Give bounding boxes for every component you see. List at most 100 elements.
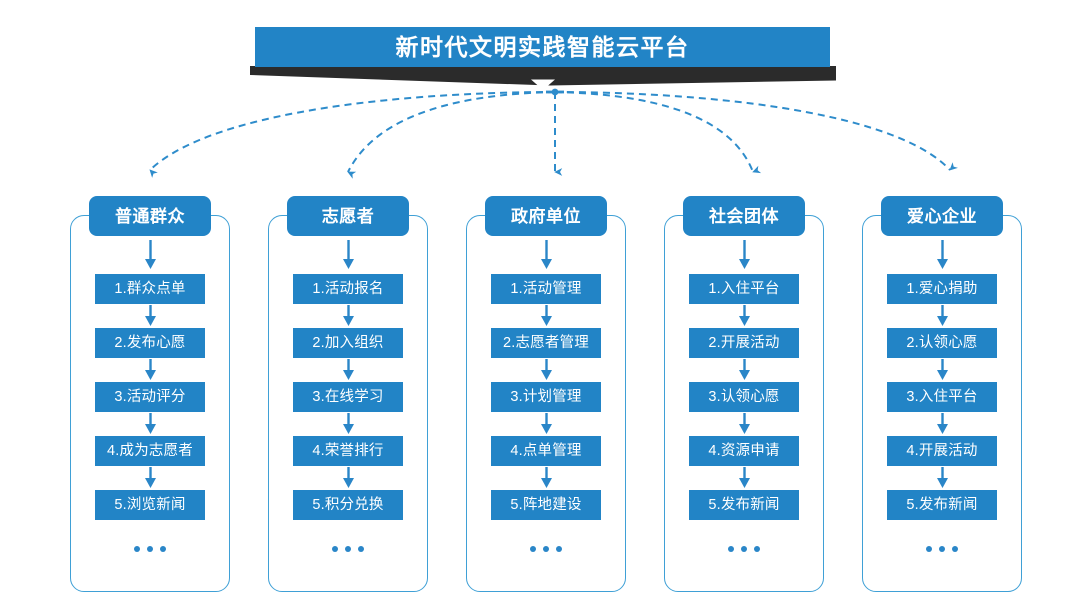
step-item[interactable]: 4.成为志愿者 [95,436,205,466]
step-item[interactable]: 3.活动评分 [95,382,205,412]
step-label: 4.资源申请 [708,442,780,459]
step-item[interactable]: 5.发布新闻 [689,490,799,520]
ellipsis-dot [741,546,747,552]
step-item[interactable]: 4.开展活动 [887,436,997,466]
down-arrow-icon [466,412,626,436]
step-label: 5.阵地建设 [510,496,582,513]
down-arrow-icon [70,236,230,274]
column-header-general-public[interactable]: 普通群众 [89,196,211,236]
step-item[interactable]: 3.入住平台 [887,382,997,412]
step-label: 4.荣誉排行 [312,442,384,459]
step-label: 4.点单管理 [510,442,582,459]
step-label: 1.群众点单 [114,280,186,297]
connector-origin-bar [546,90,564,94]
down-arrow-icon [862,236,1022,274]
column-header-social-group[interactable]: 社会团体 [683,196,805,236]
step-item[interactable]: 1.入住平台 [689,274,799,304]
step-label: 2.开展活动 [708,334,780,351]
column-header-label: 政府单位 [511,206,581,226]
ellipsis-dot [358,546,364,552]
column-header-volunteer[interactable]: 志愿者 [287,196,409,236]
step-item[interactable]: 1.活动报名 [293,274,403,304]
step-item[interactable]: 4.荣誉排行 [293,436,403,466]
step-label: 2.志愿者管理 [503,334,589,351]
step-item[interactable]: 5.浏览新闻 [95,490,205,520]
step-label: 3.入住平台 [906,388,978,405]
step-item[interactable]: 3.计划管理 [491,382,601,412]
down-arrow-icon [70,304,230,328]
down-arrow-icon [268,358,428,382]
down-arrow-icon [466,236,626,274]
step-label: 1.爱心捐助 [906,280,978,297]
ellipsis-dot [754,546,760,552]
platform-title-banner: 新时代文明实践智能云平台 [255,27,830,67]
ellipsis-dot [160,546,166,552]
step-item[interactable]: 4.点单管理 [491,436,601,466]
ellipsis-dot [345,546,351,552]
down-arrow-icon [664,466,824,490]
ellipsis-dot [926,546,932,552]
step-label: 2.加入组织 [312,334,384,351]
ribbon-notch [531,79,555,88]
step-label: 1.活动管理 [510,280,582,297]
down-arrow-icon [664,358,824,382]
more-items-ellipsis [466,528,626,570]
down-arrow-icon [466,358,626,382]
step-item[interactable]: 5.发布新闻 [887,490,997,520]
down-arrow-icon [664,304,824,328]
column-header-charity-enterprise[interactable]: 爱心企业 [881,196,1003,236]
column-items-general-public: 1.群众点单 2.发布心愿 3.活动评分 4.成为志愿者 5.浏览新闻 [70,236,230,570]
step-item[interactable]: 5.阵地建设 [491,490,601,520]
ellipsis-dot [134,546,140,552]
ellipsis-dot [556,546,562,552]
step-item[interactable]: 3.在线学习 [293,382,403,412]
step-item[interactable]: 1.爱心捐助 [887,274,997,304]
step-item[interactable]: 2.加入组织 [293,328,403,358]
column-header-government-unit[interactable]: 政府单位 [485,196,607,236]
step-label: 3.活动评分 [114,388,186,405]
column-header-label: 普通群众 [115,206,185,226]
step-item[interactable]: 1.活动管理 [491,274,601,304]
column-items-charity-enterprise: 1.爱心捐助 2.认领心愿 3.入住平台 4.开展活动 5.发布新闻 [862,236,1022,570]
step-item[interactable]: 3.认领心愿 [689,382,799,412]
connector-arrow-4 [554,91,762,174]
ribbon-shape [250,66,836,86]
step-item[interactable]: 2.发布心愿 [95,328,205,358]
step-label: 2.认领心愿 [906,334,978,351]
step-label: 5.发布新闻 [906,496,978,513]
step-item[interactable]: 5.积分兑换 [293,490,403,520]
down-arrow-icon [70,466,230,490]
step-item[interactable]: 1.群众点单 [95,274,205,304]
column-items-volunteer: 1.活动报名 2.加入组织 3.在线学习 4.荣誉排行 5.积分兑换 [268,236,428,570]
column-items-government-unit: 1.活动管理 2.志愿者管理 3.计划管理 4.点单管理 5.阵地建设 [466,236,626,570]
column-header-label: 社会团体 [709,206,779,226]
step-label: 1.活动报名 [312,280,384,297]
connector-arrow-5 [554,91,958,171]
title-ribbon-shadow [250,66,836,88]
step-label: 3.在线学习 [312,388,384,405]
step-item[interactable]: 4.资源申请 [689,436,799,466]
step-item[interactable]: 2.志愿者管理 [491,328,601,358]
down-arrow-icon [466,304,626,328]
down-arrow-icon [268,236,428,274]
step-item[interactable]: 2.开展活动 [689,328,799,358]
step-label: 5.浏览新闻 [114,496,186,513]
ellipsis-dot [939,546,945,552]
connector-origin [551,88,559,96]
down-arrow-icon [268,412,428,436]
role-columns: 普通群众 1.群众点单 2.发布心愿 3.活动评分 4.成为志愿者 [0,196,1080,596]
step-label: 5.积分兑换 [312,496,384,513]
step-item[interactable]: 2.认领心愿 [887,328,997,358]
platform-title-text: 新时代文明实践智能云平台 [395,33,690,60]
ellipsis-dot [332,546,338,552]
down-arrow-icon [70,412,230,436]
platform-title-bar: 新时代文明实践智能云平台 [255,27,830,67]
down-arrow-icon [70,358,230,382]
column-header-label: 志愿者 [321,206,375,226]
ellipsis-dot [543,546,549,552]
down-arrow-icon [268,466,428,490]
down-arrow-icon [862,358,1022,382]
step-label: 3.计划管理 [510,388,582,405]
column-items-social-group: 1.入住平台 2.开展活动 3.认领心愿 4.资源申请 5.发布新闻 [664,236,824,570]
